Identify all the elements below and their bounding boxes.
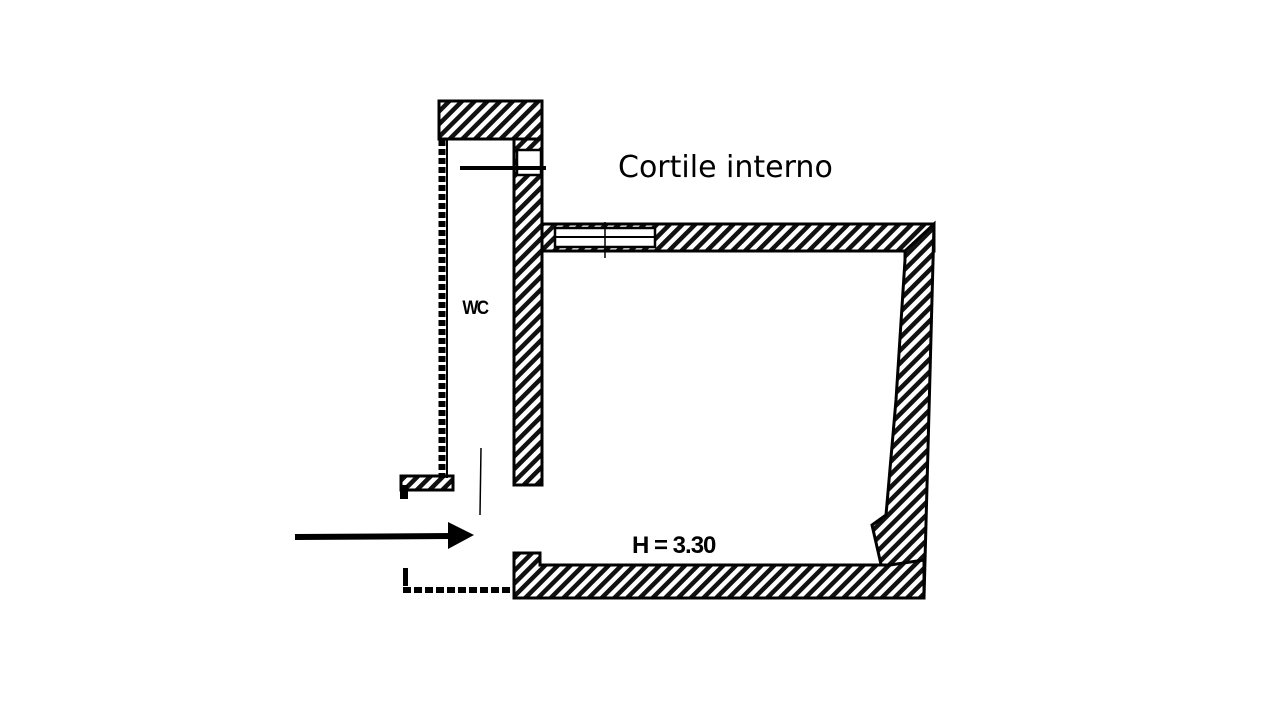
ceiling-height-label: H = 3.30 [632, 532, 716, 559]
wc-window [515, 148, 543, 177]
main-right-wall [870, 220, 936, 600]
wc-right-wall [512, 137, 544, 487]
wc-top-wall [437, 99, 544, 141]
wc-label: WC [462, 298, 489, 319]
main-bottom-wall [512, 551, 926, 600]
arrow-right-icon [294, 522, 474, 549]
door-line [479, 447, 482, 516]
entry-wall-stub [399, 474, 455, 492]
courtyard-label: Cortile interno [618, 150, 833, 185]
